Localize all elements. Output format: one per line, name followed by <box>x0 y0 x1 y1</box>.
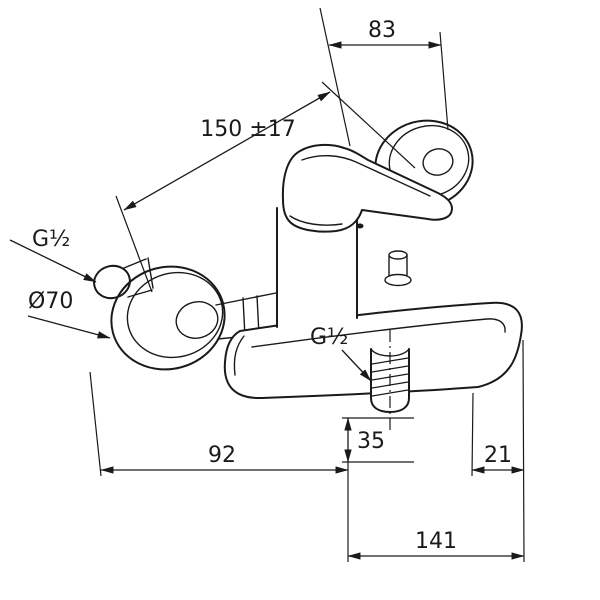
dimension-21-label: 21 <box>484 443 512 468</box>
dimension-83-label: 83 <box>368 18 396 43</box>
dimension-150: 150 ±17 <box>115 81 416 293</box>
wall-connector <box>93 257 154 300</box>
dimension-150-label: 150 ±17 <box>200 117 295 142</box>
dimension-35: 35 <box>342 417 414 463</box>
thread-left-label: G½ <box>32 227 70 252</box>
thread-outlet-label: G½ <box>310 325 348 350</box>
dimension-141: 141 <box>347 529 525 560</box>
dimension-83: 83 <box>319 7 449 147</box>
diameter-label: Ø70 <box>28 289 73 314</box>
diverter-knob <box>384 250 412 287</box>
diameter-callout: Ø70 <box>27 289 111 339</box>
thread-left-callout: G½ <box>9 227 97 283</box>
dimension-92: 92 <box>89 371 349 562</box>
dimension-141-label: 141 <box>415 529 457 554</box>
dimension-35-label: 35 <box>357 429 385 454</box>
handle-indicator-dot <box>356 223 364 229</box>
dimension-21: 21 <box>471 339 525 563</box>
dimension-92-label: 92 <box>208 443 236 468</box>
faucet-handle <box>281 143 453 233</box>
thread-outlet-callout: G½ <box>310 325 372 382</box>
